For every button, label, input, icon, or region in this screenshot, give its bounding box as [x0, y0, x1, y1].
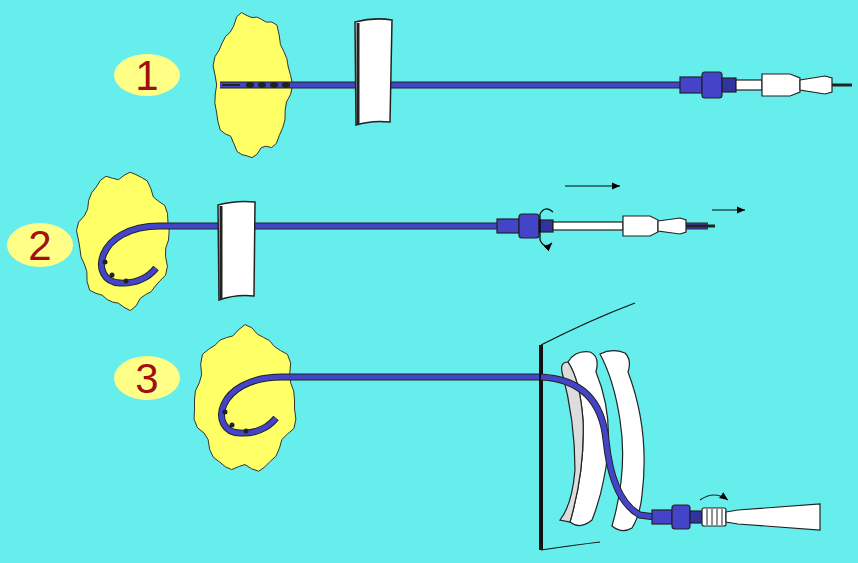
callout-oval — [7, 223, 73, 267]
callout-oval — [114, 54, 180, 96]
skin-plate — [218, 201, 255, 300]
catheter-tube — [541, 377, 655, 517]
callout-number: 2 — [28, 225, 51, 267]
catheter-hub — [680, 72, 852, 98]
motion-arrows — [540, 186, 745, 246]
organ-outline — [194, 325, 296, 472]
pigtail-catheter — [101, 226, 708, 284]
skin-plate — [355, 19, 392, 125]
callout-oval — [114, 356, 180, 400]
stopcock — [652, 495, 820, 530]
fixation-device — [560, 351, 644, 531]
straight-catheter — [220, 82, 690, 88]
organ-outline — [76, 172, 169, 310]
callout-number: 3 — [135, 358, 158, 400]
callout-number: 1 — [135, 55, 158, 97]
pigtail-catheter — [222, 377, 540, 434]
catheter-hub — [497, 214, 715, 238]
